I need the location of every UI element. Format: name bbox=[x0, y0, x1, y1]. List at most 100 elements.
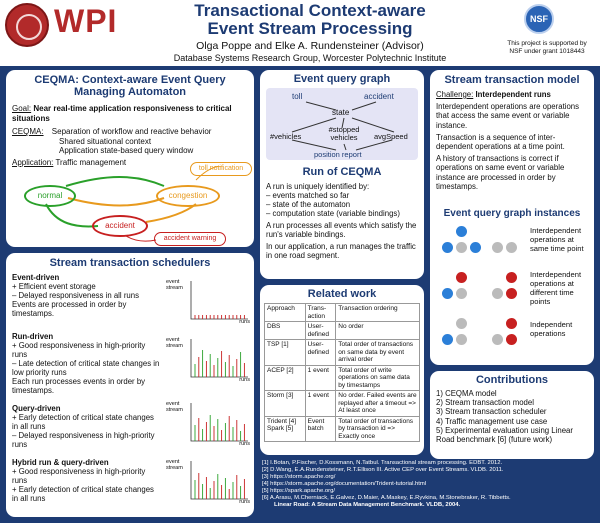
instance-node-icon bbox=[506, 288, 517, 299]
goal-label: Goal: bbox=[12, 104, 32, 113]
schedulers-title: Stream transaction schedulers bbox=[49, 257, 211, 269]
table-cell: Event batch bbox=[304, 415, 337, 442]
authors: Olga Poppe and Elke A. Rundensteiner (Ad… bbox=[196, 40, 424, 52]
model-p2: Transaction is a sequence of inter-depen… bbox=[436, 132, 565, 152]
instance-case-2: Interdependent operations at different t… bbox=[530, 270, 582, 306]
instance-node-icon bbox=[442, 288, 453, 299]
reference-item: [4] https://storm.apache.org/documentati… bbox=[262, 481, 427, 487]
instance-node-icon bbox=[506, 318, 517, 329]
support-note: This project is supported by NSF under g… bbox=[495, 40, 599, 56]
run-l3: – computation state (variable bindings) bbox=[266, 209, 400, 218]
scheduler-hybrid: Hybrid run & query-driven + Good respons… bbox=[12, 458, 162, 503]
table-cell: 1 event bbox=[304, 390, 337, 417]
poster-title: Transactional Context-aware Event Stream… bbox=[160, 2, 460, 38]
table-cell: Total order of transactions by transacti… bbox=[335, 415, 420, 442]
challenge-label: Challenge: bbox=[436, 90, 474, 99]
run-p1: A run is uniquely identified by: bbox=[266, 182, 370, 191]
state-normal: normal bbox=[24, 185, 76, 207]
reference-item: [3] https://storm.apache.org/ bbox=[262, 474, 336, 480]
instance-node-icon bbox=[470, 242, 481, 253]
table-cell: DBS bbox=[264, 321, 306, 340]
related-header-cell: Approach bbox=[264, 303, 306, 322]
challenge: Challenge: Interdependent runs bbox=[436, 90, 590, 99]
header: WPI Transactional Context-aware Event St… bbox=[0, 0, 600, 66]
edge-normal-congestion bbox=[65, 176, 165, 187]
ceqma-definition: CEQMA: Separation of workflow and reacti… bbox=[12, 127, 250, 156]
eqg-panel: Event query graph toll accident state #v… bbox=[260, 70, 424, 279]
instance-node-icon bbox=[492, 288, 503, 299]
instance-node-icon bbox=[456, 334, 467, 345]
scheduler-3-title: Query-driven bbox=[12, 404, 61, 413]
ceqma-application: Application: Traffic management bbox=[12, 158, 126, 168]
eqg-title: Event query graph bbox=[293, 73, 391, 85]
reference-item: [1] I.Botan, P.Fischer, D.Kossmann, N.Ta… bbox=[262, 460, 503, 466]
ceqma-panel: CEQMA: Context-aware Event Query Managin… bbox=[6, 70, 254, 247]
model-text: Challenge: Interdependent runs Interdepe… bbox=[436, 90, 590, 191]
instances-graphs bbox=[434, 222, 530, 364]
chart-y-label: event stream bbox=[166, 337, 183, 349]
contributions-title: Contributions bbox=[475, 374, 549, 386]
model-title: Stream transaction model bbox=[444, 74, 580, 86]
scheduler-2-con: – Late detection of critical state chang… bbox=[12, 359, 160, 377]
support-line-1: This project is supported by bbox=[507, 40, 587, 47]
related-header-cell: Transaction ordering bbox=[335, 303, 420, 322]
table-cell: ACEP [2] bbox=[264, 364, 306, 391]
chart-axis bbox=[190, 339, 248, 378]
instance-case-1: Interdependent operations at same time p… bbox=[530, 226, 584, 253]
chart-x-label: runs bbox=[239, 441, 250, 447]
table-cell: Storm [3] bbox=[264, 390, 306, 417]
contribution-item: 2) Stream transaction model bbox=[436, 398, 534, 408]
node-state: state bbox=[332, 108, 350, 117]
table-cell: No order bbox=[335, 321, 420, 340]
run-l2: – state of the automaton bbox=[266, 200, 351, 209]
related-header-cell: Trans-action bbox=[304, 303, 337, 322]
chart-axis bbox=[190, 461, 248, 500]
instance-node-icon bbox=[456, 242, 467, 253]
instance-node-icon bbox=[492, 334, 503, 345]
table-cell: 1 event bbox=[304, 364, 337, 391]
ceqma-title: CEQMA: Context-aware Event Query Managin… bbox=[34, 74, 226, 98]
title-line-2: Event Stream Processing bbox=[207, 19, 413, 38]
node-position: position report bbox=[314, 150, 362, 159]
run-l1: – events matched so far bbox=[266, 191, 350, 200]
scheduler-2-note: Each run processes events in order by ti… bbox=[12, 377, 146, 395]
instance-node-icon bbox=[456, 272, 467, 283]
instance-node-icon bbox=[456, 288, 467, 299]
reference-item: [5] https://spark.apache.org/ bbox=[262, 488, 336, 494]
run-title: Run of CEQMA bbox=[302, 166, 382, 178]
node-toll: toll bbox=[292, 92, 303, 101]
scheduler-3-con: – Delayed responsiveness in high-priorit… bbox=[12, 431, 155, 449]
scheduler-4-pro: + Good responsiveness in high-priority r… bbox=[12, 467, 146, 485]
reference-item: [2] D.Wang, E.A.Rundensteiner, R.T.Ellis… bbox=[262, 467, 504, 473]
node-vehicles: #vehicles bbox=[270, 132, 302, 141]
scheduler-2-pro: + Good responsiveness in high-priority r… bbox=[12, 341, 146, 359]
scheduler-chart: event stream runs bbox=[166, 401, 250, 451]
instance-node-icon bbox=[492, 242, 503, 253]
scheduler-2-title: Run-driven bbox=[12, 332, 54, 341]
ceqma-item-2: Shared situational context bbox=[59, 136, 152, 146]
goal-text: Near real-time application responsivenes… bbox=[12, 104, 232, 123]
chart-x-label: runs bbox=[239, 499, 250, 505]
instance-node-icon bbox=[456, 226, 467, 237]
scheduler-chart-plot bbox=[190, 403, 248, 442]
application-label: Application: bbox=[12, 158, 54, 167]
node-accident: accident bbox=[364, 92, 394, 101]
ceqma-item-3: Application state-based query window bbox=[59, 146, 194, 155]
related-title: Related work bbox=[307, 288, 377, 300]
scheduler-chart-plot bbox=[190, 281, 248, 320]
scheduler-event-driven: Event-driven + Efficient event storage –… bbox=[12, 273, 162, 318]
scheduler-3-pro: + Early detection of critical state chan… bbox=[12, 413, 154, 431]
chart-y-label: event stream bbox=[166, 401, 183, 413]
eqg-edges bbox=[291, 101, 395, 151]
instance-node-icon bbox=[442, 242, 453, 253]
